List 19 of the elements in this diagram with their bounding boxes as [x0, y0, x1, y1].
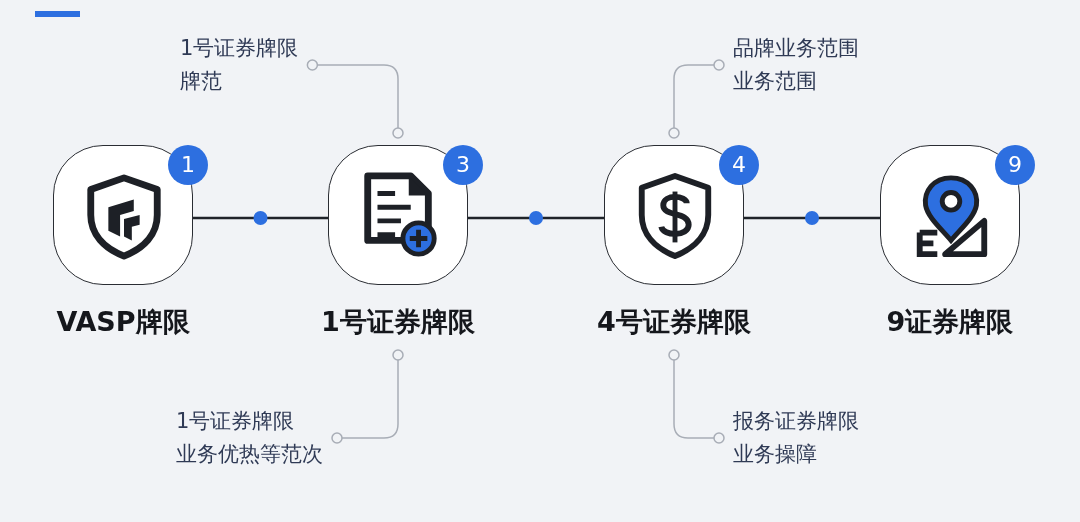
number-badge: 9 — [995, 145, 1035, 185]
leader-line — [668, 59, 725, 139]
callout-text: 品牌业务范围业务范围 — [733, 35, 859, 95]
leader-line — [306, 59, 404, 139]
step-title: VASP牌限 — [55, 305, 191, 339]
callout-text: 1号证券牌限牌范 — [180, 35, 299, 95]
callout-text: 1号证券牌限业务优热等范次 — [176, 408, 323, 468]
number-badge: 3 — [443, 145, 483, 185]
connector-line — [193, 211, 328, 225]
step-title: 4号证券牌限 — [596, 305, 752, 339]
leader-line — [331, 349, 404, 444]
leader-line — [668, 349, 725, 444]
step-title: 9证券牌限 — [885, 305, 1015, 339]
connector-line — [468, 211, 604, 225]
connector-line — [744, 211, 880, 225]
step-title: 1号证券牌限 — [320, 305, 476, 339]
number-badge: 1 — [168, 145, 208, 185]
callout-text: 报务证券牌限业务操障 — [733, 408, 859, 468]
number-badge: 4 — [719, 145, 759, 185]
